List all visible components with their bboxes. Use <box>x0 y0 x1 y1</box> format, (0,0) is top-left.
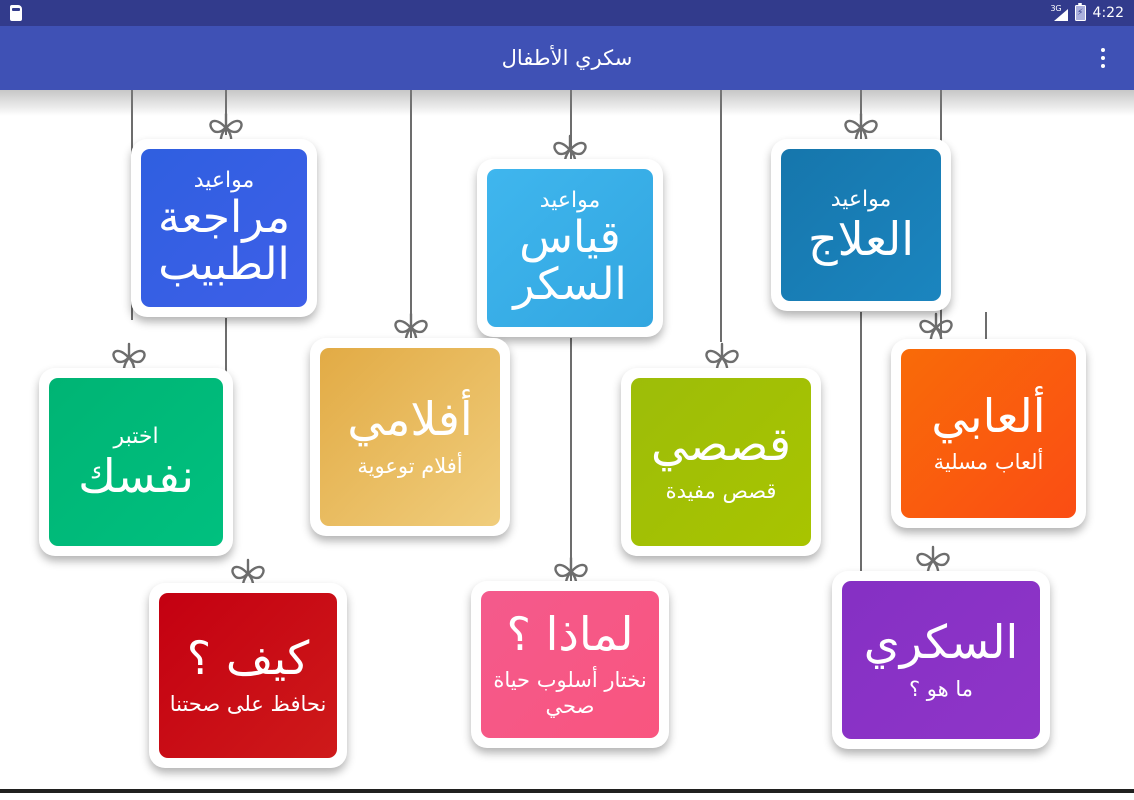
card-title-line: لماذا ؟ <box>506 607 634 662</box>
card-subtitle-top: مواعيد <box>539 188 601 214</box>
card-title: لماذا ؟ <box>506 607 634 662</box>
hanging-string <box>985 312 987 342</box>
card-subtitle-top: اختبر <box>113 424 159 450</box>
overflow-menu-icon[interactable] <box>1086 36 1120 80</box>
card-title: السكري <box>863 615 1019 670</box>
card-inner-my-stories: قصصي قصص مفيدة <box>631 378 811 546</box>
card-title-line: العلاج <box>807 211 915 266</box>
card-subtitle-bottom: نحافظ على صحتنا <box>169 692 327 717</box>
signal-bars-icon: 3G <box>1050 3 1068 21</box>
card-inner-how-keep-health: كيف ؟ نحافظ على صحتنا <box>159 593 337 758</box>
card-title-line: نفسك <box>78 448 194 503</box>
card-subtitle-top: مواعيد <box>830 187 892 213</box>
card-title: قصصي <box>650 417 792 472</box>
card-title-line: السكر <box>513 258 627 310</box>
card-title: كيف ؟ <box>186 630 310 685</box>
card-inner-my-games: ألعابي ألعاب مسلية <box>901 349 1076 518</box>
app-toolbar: سكري الأطفال <box>0 26 1134 90</box>
card-subtitle-top: مواعيد <box>193 168 255 194</box>
card-title: العلاج <box>807 211 915 266</box>
battery-bolt-glyph: ⚡ <box>1077 8 1084 18</box>
status-bar-left <box>10 5 22 21</box>
card-subtitle-bottom: أفلام توعوية <box>357 453 463 478</box>
hanging-string <box>570 90 572 162</box>
overflow-dot <box>1100 63 1106 69</box>
status-bar-right: 3G ⚡ 4:22 <box>1050 2 1124 21</box>
card-inner-what-is-diabetes: السكري ما هو ؟ <box>842 581 1040 739</box>
card-title: ألعابي <box>931 388 1046 443</box>
menu-card-my-films[interactable]: أفلامي أفلام توعوية <box>310 338 510 536</box>
card-title-line: السكري <box>863 615 1019 670</box>
status-bar: 3G ⚡ 4:22 <box>0 0 1134 26</box>
hanging-string <box>570 338 572 588</box>
status-bar-clock: 4:22 <box>1092 5 1124 21</box>
network-type-label: 3G <box>1050 3 1062 13</box>
card-title-line: قصصي <box>650 417 792 472</box>
menu-card-my-games[interactable]: ألعابي ألعاب مسلية <box>891 339 1086 528</box>
hanging-string <box>720 90 722 342</box>
card-subtitle-bottom: قصص مفيدة <box>665 478 777 503</box>
bottom-divider <box>0 789 1134 793</box>
card-title-line: الطبيب <box>158 238 290 290</box>
hanging-string <box>410 90 412 350</box>
card-title-line: أفلامي <box>347 392 473 447</box>
card-title: أفلامي <box>347 392 473 447</box>
card-inner-why-healthy-lifestyle: لماذا ؟ نختار أسلوب حياة صحي <box>481 591 659 738</box>
toolbar-shadow <box>0 90 1134 116</box>
card-title-line: مراجعة <box>157 192 291 244</box>
card-title-line: قياس <box>519 212 621 264</box>
card-title-line: ألعابي <box>931 388 1046 443</box>
sd-card-icon <box>10 5 22 21</box>
menu-card-how-keep-health[interactable]: كيف ؟ نحافظ على صحتنا <box>149 583 347 768</box>
card-subtitle-bottom: ألعاب مسلية <box>933 450 1044 475</box>
overflow-dot <box>1100 47 1106 53</box>
overflow-dot <box>1100 55 1106 61</box>
menu-card-what-is-diabetes[interactable]: السكري ما هو ؟ <box>832 571 1050 749</box>
page-title: سكري الأطفال <box>501 46 633 70</box>
menu-card-why-healthy-lifestyle[interactable]: لماذا ؟ نختار أسلوب حياة صحي <box>471 581 669 748</box>
hanging-string <box>225 318 227 398</box>
card-subtitle-bottom: نختار أسلوب حياة صحي <box>493 668 647 718</box>
card-title-line: كيف ؟ <box>186 630 310 685</box>
signal-triangle <box>1053 8 1068 21</box>
hanging-string <box>860 312 862 572</box>
battery-charging-icon: ⚡ <box>1074 2 1086 21</box>
card-inner-my-films: أفلامي أفلام توعوية <box>320 348 500 526</box>
card-subtitle-bottom: ما هو ؟ <box>908 676 974 701</box>
hanging-string <box>225 90 227 135</box>
card-title: نفسك <box>78 448 194 503</box>
menu-card-my-stories[interactable]: قصصي قصص مفيدة <box>621 368 821 556</box>
hanging-string <box>860 90 862 140</box>
